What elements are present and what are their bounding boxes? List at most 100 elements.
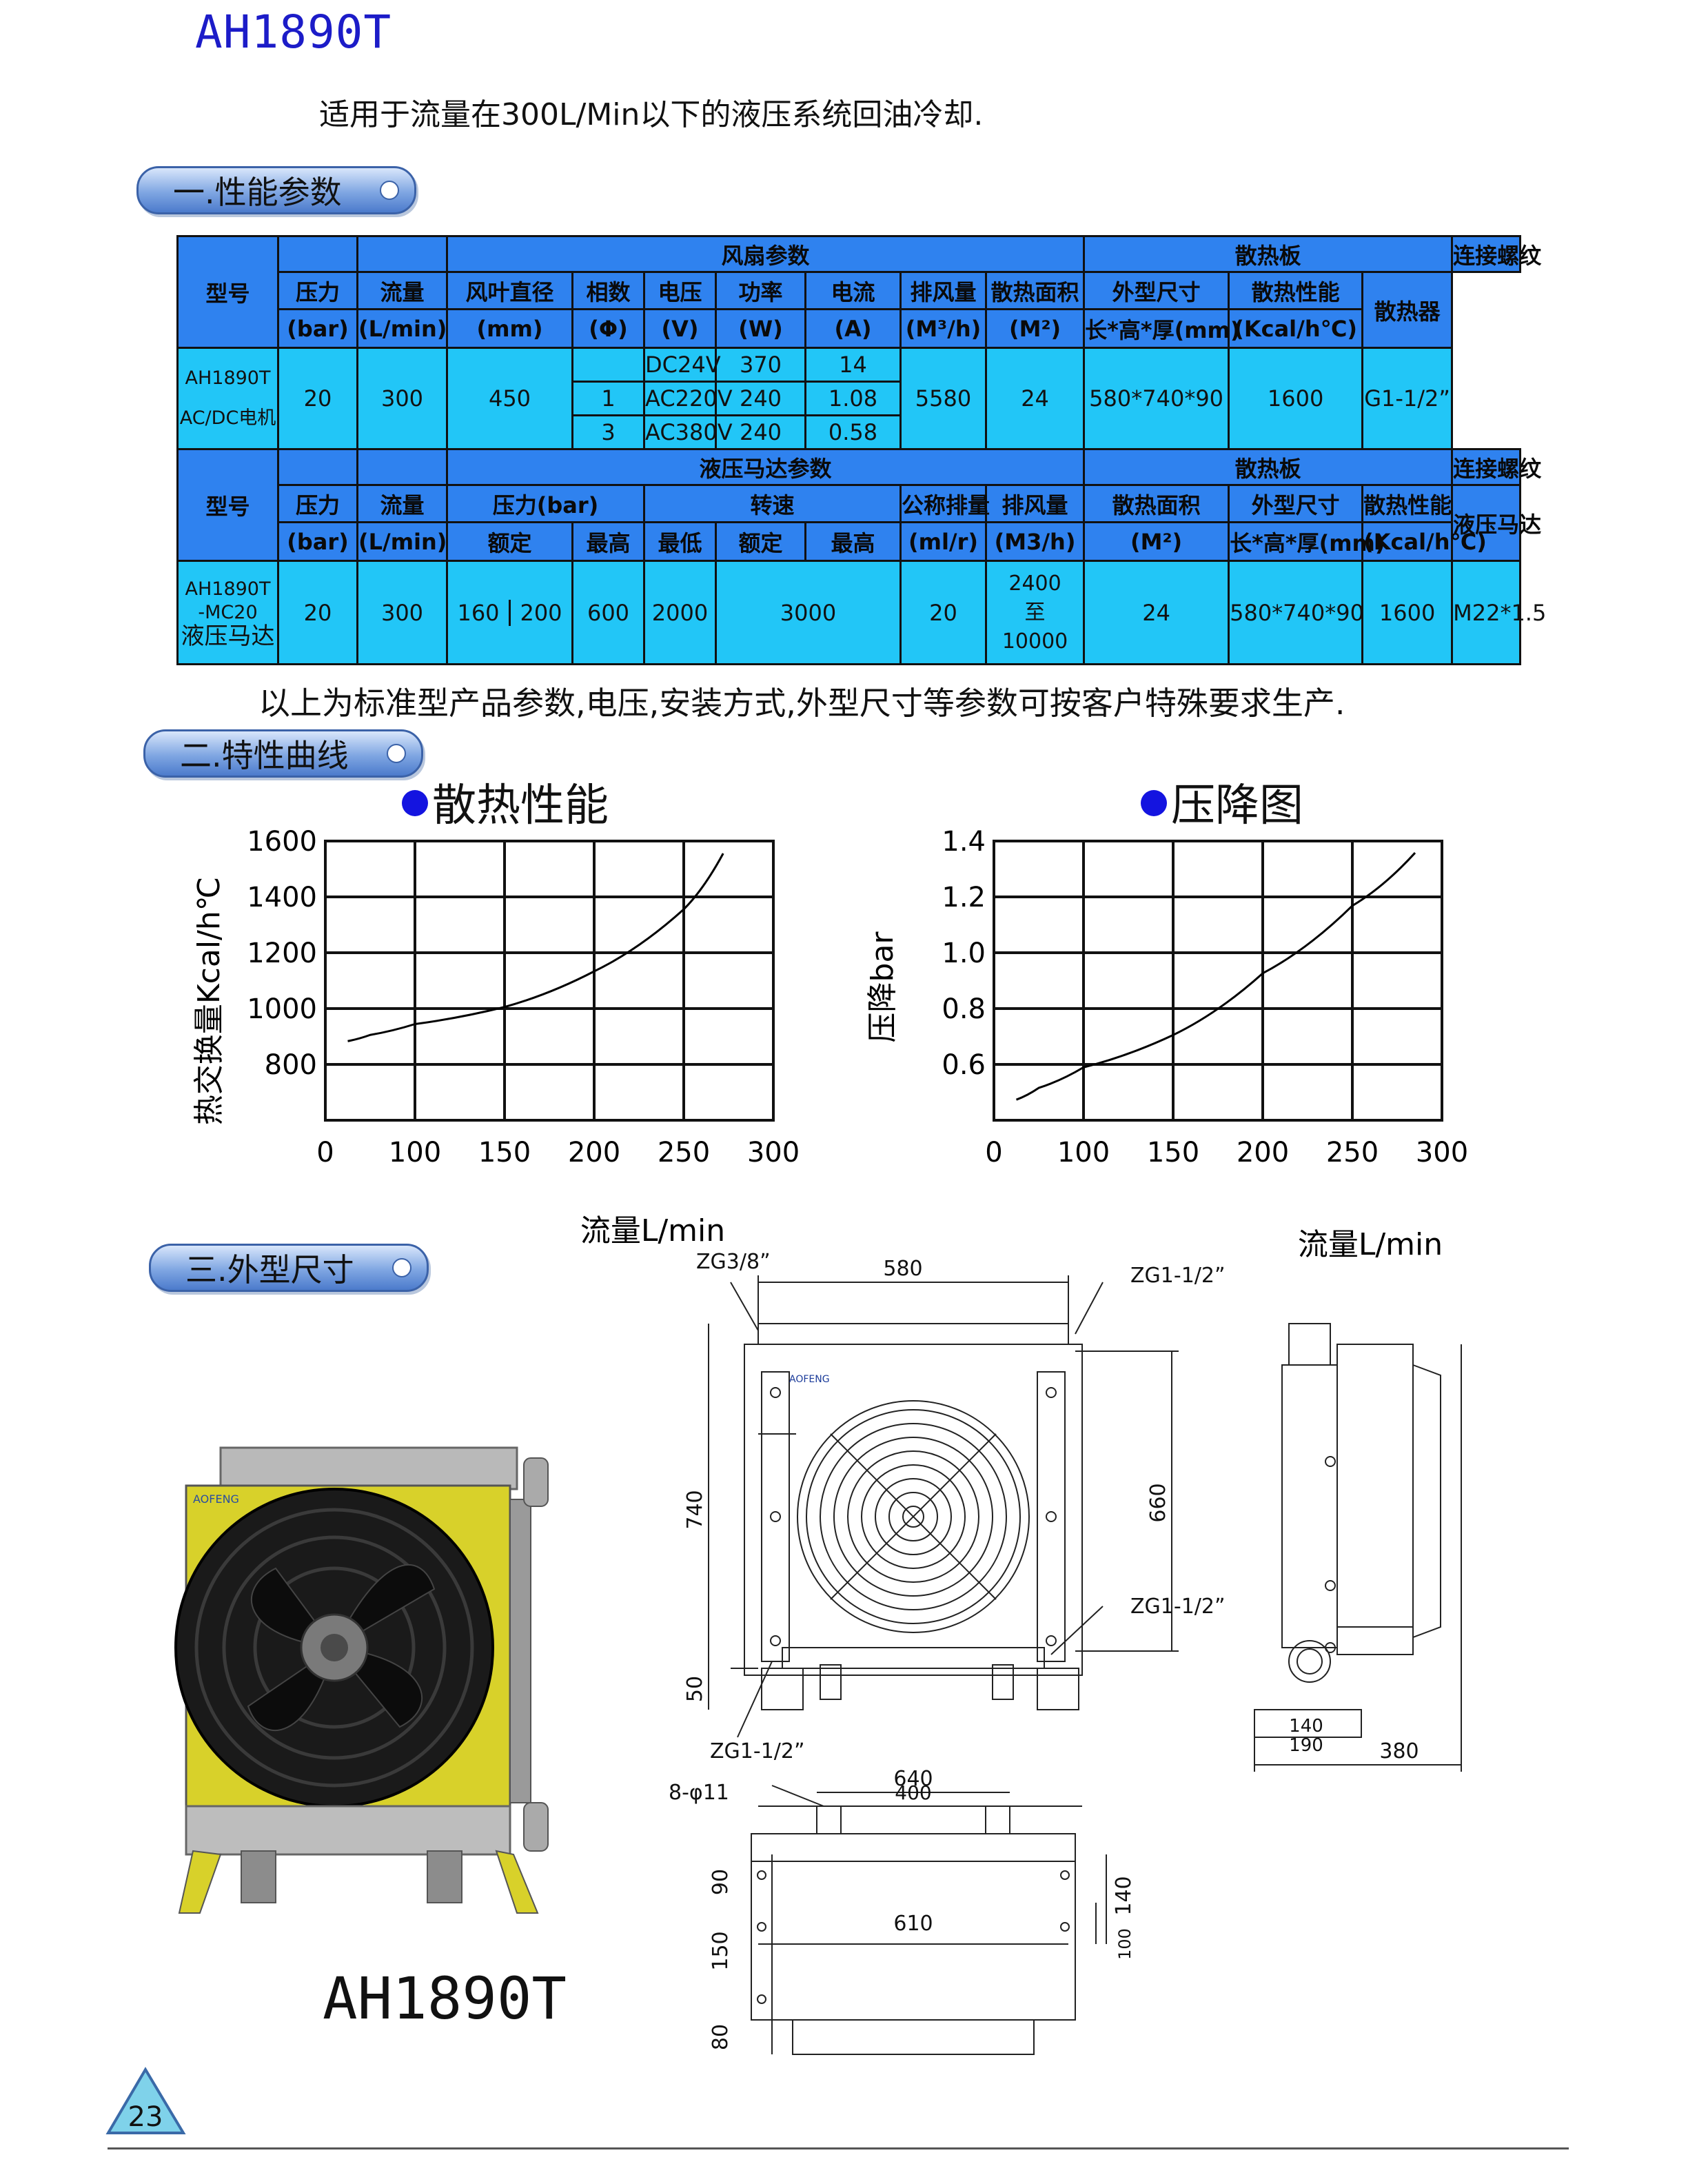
chart1-title: 散热性能 <box>402 770 609 833</box>
th-unit: (bar) <box>277 521 358 562</box>
c2-xtick-label: 250 <box>1326 1137 1379 1169</box>
dimension-drawing: ZG3/8” 580 ZG1-1/2” ZG1-1/2” ZG1-1/2” 74… <box>669 1250 1462 2055</box>
c2-xtick-label: 200 <box>1237 1137 1289 1169</box>
th-voltage: 电压 <box>643 271 717 310</box>
section-bullet-icon <box>387 744 406 763</box>
td-perf: 1600 <box>1361 560 1454 665</box>
th-unit: (ml/r) <box>899 521 987 562</box>
th-airflow: 排风量 <box>984 484 1086 523</box>
c2-frame <box>993 840 1443 1122</box>
chart1-xlabel: 流量L/min <box>580 1213 725 1248</box>
c1-xtick-label: 200 <box>568 1137 620 1169</box>
td-area: 24 <box>984 347 1086 450</box>
dim-610: 610 <box>893 1912 933 1936</box>
dim-zg112-top: ZG1-1/2” <box>1130 1264 1226 1288</box>
th-group-thread: 连接螺纹 <box>1451 448 1541 486</box>
th-unit: (M²) <box>1083 521 1230 562</box>
td-airflow: 5580 <box>899 347 987 450</box>
th-flow: 流量 <box>356 484 448 523</box>
page-number-badge: 23 <box>105 2067 186 2134</box>
section-bullet-icon <box>380 181 399 200</box>
th-phase: 相数 <box>571 271 645 310</box>
th-area: 散热面积 <box>984 271 1086 310</box>
c2-xtick-label: 100 <box>1057 1137 1110 1169</box>
td-pressure-max: 200 <box>509 599 571 626</box>
th-flow: 流量 <box>356 271 448 310</box>
drawing-brand-logo: AOFENG <box>789 1374 830 1385</box>
dim-50: 50 <box>683 1676 707 1702</box>
page-number: 23 <box>128 2101 163 2133</box>
c2-xtick-label: 0 <box>985 1137 1002 1169</box>
td-current: 14 <box>804 347 902 383</box>
dim-660: 660 <box>1146 1483 1170 1522</box>
td-flow: 300 <box>356 560 448 665</box>
td-perf: 1600 <box>1228 347 1364 450</box>
section-performance: 一.性能参数 <box>136 166 416 214</box>
dim-100: 100 <box>1115 1928 1135 1960</box>
section-bullet-icon <box>392 1258 411 1277</box>
th-displacement: 公称排量 <box>899 484 990 523</box>
th-unit: (V) <box>643 308 717 349</box>
dim-zg112-bottom: ZG1-1/2” <box>710 1739 805 1763</box>
th-hydraulic-motor: 液压马达 <box>1451 484 1541 562</box>
spec-table: 型号 风扇参数 散热板 连接螺纹 压力 流量 风叶直径 相数 电压 功率 电流 … <box>176 235 1546 665</box>
th-unit: 额定 <box>715 521 806 562</box>
td-power: 240 <box>715 381 806 416</box>
section-performance-label: 一.性能参数 <box>173 174 342 211</box>
chart1-ylabel: 热交换量Kcal/h℃ <box>192 877 227 1125</box>
td-size: 580*740*90 <box>1083 347 1230 450</box>
th-unit: (M³/h) <box>899 308 987 349</box>
photo-brand-logo: AOFENG <box>193 1493 239 1506</box>
section-curves-label: 二.特性曲线 <box>180 737 349 774</box>
c1-ytick-label: 1600 <box>247 826 317 858</box>
intro-text: 适用于流量在300L/Min以下的液压系统回油冷却. <box>319 97 984 132</box>
th-group-motor: 液压马达参数 <box>445 448 1086 486</box>
td-phase: 3 <box>571 414 645 450</box>
dim-zg112-right: ZG1-1/2” <box>1130 1595 1226 1619</box>
th-size: 外型尺寸 <box>1083 271 1230 310</box>
th-unit: 长*高*厚(mm) <box>1228 521 1385 562</box>
chart1-series-line <box>347 853 724 1042</box>
th-group-fan: 风扇参数 <box>445 235 1086 273</box>
c2-ytick-label: 1.4 <box>942 826 986 858</box>
chart2-xlabel: 流量L/min <box>1298 1227 1443 1262</box>
c2-xtick-label: 150 <box>1147 1137 1199 1169</box>
th-airflow: 排风量 <box>899 271 987 310</box>
td-phase <box>571 347 645 383</box>
bullet-icon <box>1141 790 1167 816</box>
section-dimensions: 三.外型尺寸 <box>149 1244 429 1292</box>
chart1-grid <box>324 840 775 1122</box>
dim-190: 190 <box>1289 1735 1323 1756</box>
th-unit: (mm) <box>446 308 573 349</box>
th-unit: 长*高*厚(mm) <box>1083 308 1241 349</box>
th-unit: (A) <box>804 308 902 349</box>
td-flow: 300 <box>356 347 448 450</box>
standard-note: 以上为标准型产品参数,电压,安装方式,外型尺寸等参数可按客户特殊要求生产. <box>258 685 1345 722</box>
c1-ytick-label: 1200 <box>247 938 317 969</box>
c2-ytick-label: 1.2 <box>942 882 986 913</box>
dim-740: 740 <box>683 1490 707 1529</box>
c1-xtick-label: 100 <box>389 1137 441 1169</box>
th-unit: (Kcal/h℃) <box>1228 308 1364 349</box>
th-unit: (bar) <box>277 308 358 349</box>
product-photo: AOFENG <box>174 1446 549 1914</box>
dim-80: 80 <box>709 2024 733 2050</box>
th-pressure-bar: 压力(bar) <box>446 484 645 523</box>
th-perf: 散热性能 <box>1361 484 1454 523</box>
th-unit: (L/min) <box>356 308 448 349</box>
c1-ytick-label: 1400 <box>247 882 317 913</box>
dim-140: 140 <box>1289 1716 1323 1737</box>
th-pressure: 压力 <box>277 484 358 523</box>
td-voltage: AC380V <box>643 414 733 450</box>
footer-divider <box>108 2147 1569 2149</box>
th-unit: (W) <box>715 308 806 349</box>
dim-640: 640 <box>893 1767 933 1791</box>
td-voltage: DC24V <box>643 347 721 383</box>
td-area: 24 <box>1083 560 1230 665</box>
c1-xtick-label: 250 <box>658 1137 710 1169</box>
th-group-radiator: 散热板 <box>1083 235 1454 273</box>
